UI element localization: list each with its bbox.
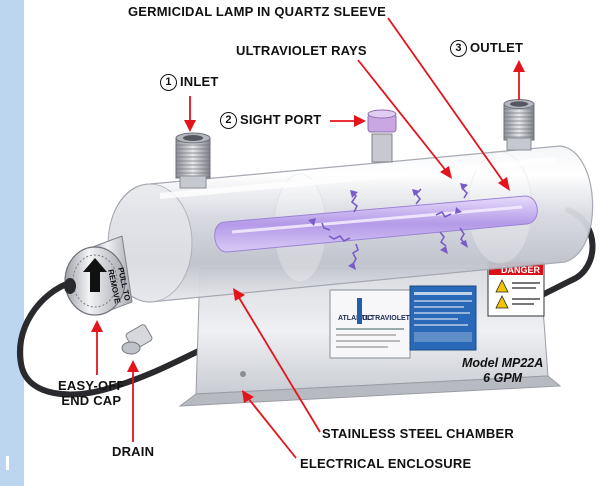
electrical-enclosure-label: ELECTRICAL ENCLOSURE <box>300 456 472 471</box>
model-number: Model MP22A <box>462 356 544 370</box>
stainless-chamber-label: STAINLESS STEEL CHAMBER <box>322 426 514 441</box>
drain-label: DRAIN <box>112 444 155 459</box>
outlet-label-text: OUTLET <box>470 40 524 55</box>
sidebar-strip <box>0 0 24 486</box>
brand-name-line2: ULTRAVIOLET <box>362 315 411 322</box>
drain-valve <box>121 324 153 355</box>
callout-arrows <box>91 17 525 459</box>
uv-rays-label: ULTRAVIOLET RAYS <box>236 43 367 58</box>
label-plate: ATLANTIC ULTRAVIOLET <box>329 285 477 359</box>
uv-ray-arrowheads <box>308 183 468 270</box>
brand-name-line1: ATLANTIC <box>338 315 372 322</box>
end-cap-label: EASY-OFF END CAP <box>58 378 125 408</box>
power-cable-left <box>17 279 208 398</box>
inlet-port <box>175 132 211 189</box>
model-caption: Model MP22A 6 GPM <box>462 356 543 386</box>
lamp-label: GERMICIDAL LAMP IN QUARTZ SLEEVE <box>128 4 386 19</box>
sight-port-label-text: SIGHT PORT <box>240 112 322 127</box>
end-cap-label-line1: EASY-OFF <box>58 378 125 393</box>
end-cap: PULL TO REMOVE <box>64 235 133 316</box>
sight-port-number-badge: 2 <box>220 112 237 130</box>
inlet-number-badge: 1 <box>160 74 177 92</box>
outlet-port <box>503 99 535 151</box>
sight-port <box>367 109 397 163</box>
outlet-number-badge: 3 <box>450 40 467 58</box>
sidebar-marker <box>6 456 9 470</box>
flow-rate: 6 GPM <box>483 371 523 385</box>
danger-label: DANGER <box>487 261 545 317</box>
danger-label-text: DANGER <box>501 265 541 275</box>
end-cap-label-line2: END CAP <box>61 393 122 408</box>
inlet-label-text: INLET <box>180 74 219 89</box>
